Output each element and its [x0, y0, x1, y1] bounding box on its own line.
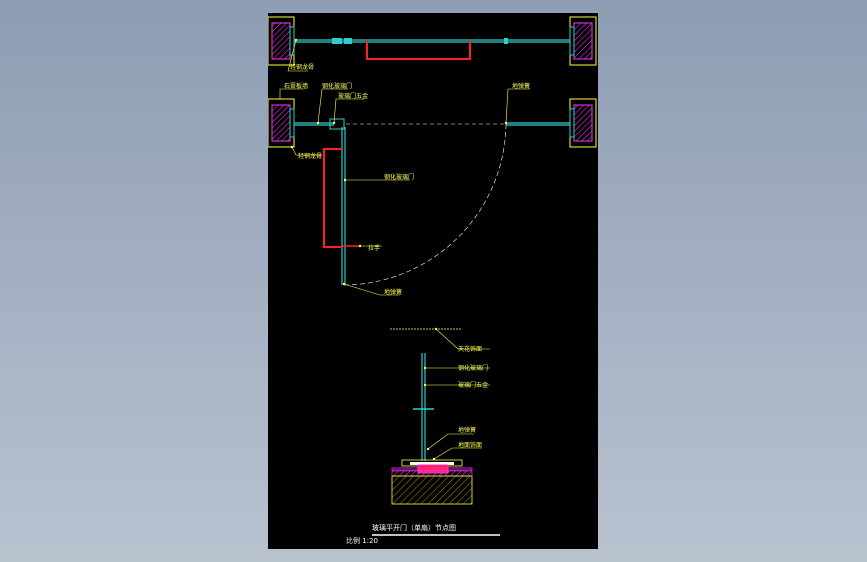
wall-block-top-right	[569, 16, 597, 66]
leader-handle: 拉手	[358, 244, 382, 252]
label-glass-door: 钢化玻璃门	[322, 82, 352, 90]
label-hinge-right: 地弹簧	[512, 82, 530, 90]
label-top-wall-left: 轻钢龙骨	[290, 63, 314, 71]
label-handle: 拉手	[368, 244, 380, 252]
wall-block-mid-right	[569, 98, 597, 148]
label-section-floor: 地面饰面	[458, 441, 482, 449]
label-section-top: 天花饰面	[458, 345, 482, 353]
label-section-spring: 地弹簧	[458, 426, 476, 434]
leader-swing-hinge: 地弹簧	[342, 282, 402, 296]
label-door-leaf: 钢化玻璃门	[384, 173, 414, 181]
plan-top: 轻钢龙骨	[268, 16, 597, 72]
section-view: 天花饰面 钢化玻璃门 玻璃门五金 地弹簧	[390, 327, 490, 505]
label-section-hardware: 玻璃门五金	[458, 381, 488, 389]
cad-drawing: 轻钢龙骨	[268, 16, 597, 545]
leader-glass-door: 钢化玻璃门	[316, 82, 352, 125]
label-wall-left-lower: 轻钢龙骨	[298, 152, 322, 160]
section-glass-leaf	[413, 353, 434, 461]
leader-section-hardware: 玻璃门五金	[423, 381, 490, 389]
title-block: 玻璃平开门（单扇）节点图 比例 1:20	[346, 523, 500, 545]
leader-wall-left-lower: 轻钢龙骨	[290, 145, 322, 160]
section-floor	[391, 459, 473, 505]
door-frame-top	[366, 40, 471, 60]
drawing-scale: 比例 1:20	[346, 536, 378, 545]
leader-wall-left-upper: 石膏板墙	[279, 82, 308, 99]
label-door-hinge: 玻璃门五金	[338, 92, 368, 100]
leader-door-leaf: 钢化玻璃门	[343, 173, 414, 182]
glass-panel-top	[294, 38, 570, 44]
label-section-glass: 钢化玻璃门	[458, 364, 488, 372]
leader-section-spring: 地弹簧	[426, 426, 476, 451]
label-swing-hinge: 地弹簧	[384, 288, 402, 296]
door-frame-mid	[323, 148, 342, 248]
wall-block-top-left	[268, 16, 295, 66]
label-wall-left-upper: 石膏板墙	[284, 82, 308, 90]
door-leaf-open	[341, 127, 346, 285]
wall-block-mid-left	[268, 98, 295, 148]
hinge-block	[329, 118, 345, 130]
leader-section-glass: 钢化玻璃门	[423, 364, 490, 372]
leader-door-hinge: 玻璃门五金	[332, 92, 368, 125]
plan-middle: 石膏板墙 钢化玻璃门 玻璃门五金 地弹簧 轻钢龙骨	[268, 82, 597, 296]
door-swing-arc	[342, 123, 507, 286]
drawing-sheet: 轻钢龙骨	[268, 13, 598, 549]
leader-top-wall-left: 轻钢龙骨	[287, 38, 314, 72]
leader-hinge-right: 地弹簧	[504, 82, 530, 125]
leader-section-floor: 地面饰面	[432, 441, 482, 461]
drawing-title: 玻璃平开门（单扇）节点图	[372, 523, 456, 532]
leader-section-top: 天花饰面	[434, 327, 490, 353]
